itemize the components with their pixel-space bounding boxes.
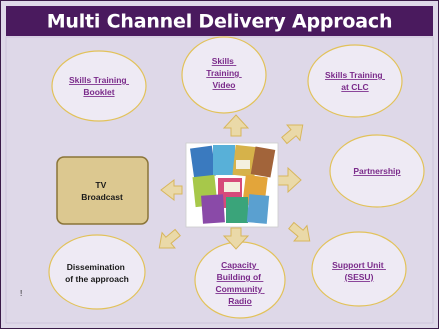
footnote-mark: !: [20, 289, 22, 298]
arrow-down-right: [288, 221, 311, 242]
label-skills-training-booklet[interactable]: Skills Training Booklet: [69, 75, 129, 97]
ellipse-dissemination: [48, 234, 146, 310]
label-support-unit[interactable]: Support Unit (SESU): [332, 260, 386, 282]
tv-broadcast-box: [56, 156, 149, 225]
label-capacity-building[interactable]: Capacity Building of Community Radio: [215, 260, 264, 306]
ellipse-skills-training-video: [181, 36, 267, 114]
arrow-down-left: [158, 228, 181, 249]
ellipse-partnership: [329, 134, 425, 208]
booklet-stack-image: [185, 142, 279, 228]
label-skills-training-video[interactable]: Skills Training Video: [206, 56, 241, 90]
label-partnership[interactable]: Partnership: [353, 166, 400, 176]
label-dissemination: Dissemination of the approach: [65, 262, 129, 284]
slide-title: Multi Channel Delivery Approach: [47, 11, 393, 33]
arrow-left: [160, 178, 183, 202]
arrow-down: [222, 227, 250, 250]
arrow-up-right: [281, 124, 304, 145]
ellipse-support-unit: [311, 231, 407, 307]
label-tv-broadcast: TV Broadcast: [81, 180, 123, 202]
ellipse-skills-training-at-clc: [307, 44, 403, 118]
arrow-up: [222, 114, 250, 137]
label-skills-training-at-clc[interactable]: Skills Training at CLC: [325, 70, 385, 92]
title-bar: [6, 6, 433, 36]
ellipse-skills-training-booklet: [51, 50, 147, 122]
